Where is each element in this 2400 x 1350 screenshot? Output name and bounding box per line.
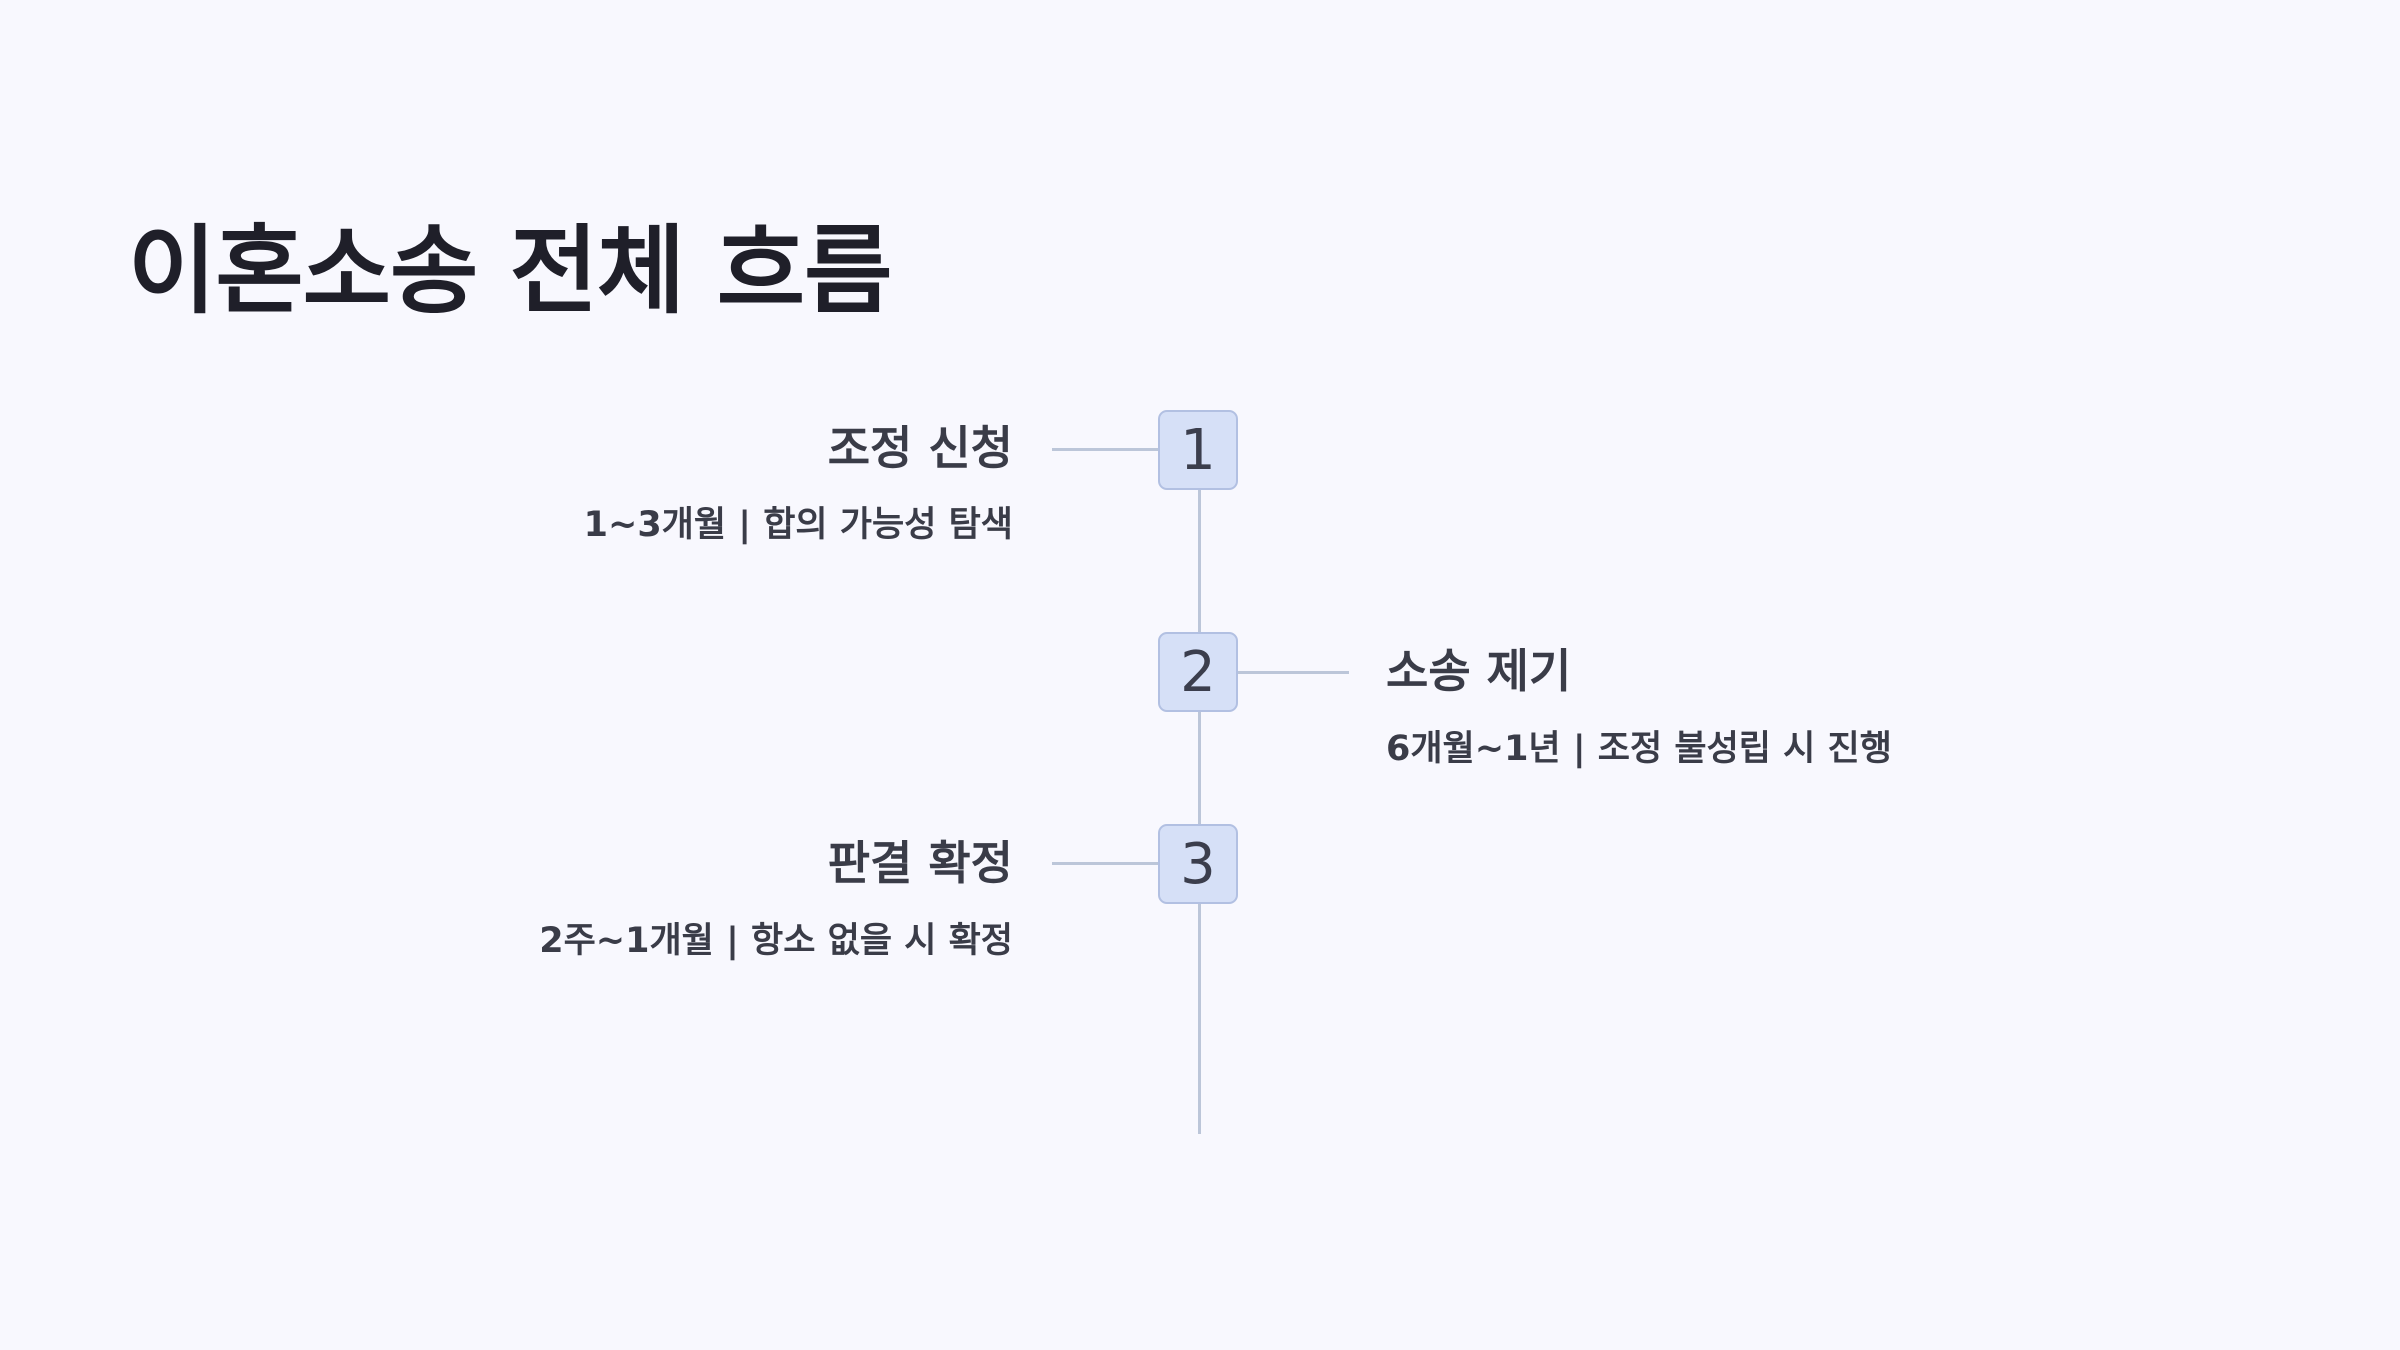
step-3-description: 2주~1개월 | 항소 없을 시 확정 bbox=[539, 921, 1013, 961]
step-1-description: 1~3개월 | 합의 가능성 탐색 bbox=[583, 505, 1013, 545]
step-3-connector bbox=[1052, 862, 1158, 865]
step-1-title: 조정 신청 bbox=[827, 421, 1013, 475]
page-title: 이혼소송 전체 흐름 bbox=[128, 215, 892, 327]
step-1-connector bbox=[1052, 448, 1158, 451]
step-3-title: 판결 확정 bbox=[827, 836, 1013, 890]
step-1-node: 1 bbox=[1158, 410, 1238, 490]
step-2-number: 2 bbox=[1180, 639, 1216, 705]
step-2-title: 소송 제기 bbox=[1386, 644, 1572, 698]
step-2-description: 6개월~1년 | 조정 불성립 시 진행 bbox=[1386, 729, 1892, 769]
step-2-connector bbox=[1238, 671, 1349, 674]
step-3-number: 3 bbox=[1180, 831, 1216, 897]
step-3-node: 3 bbox=[1158, 824, 1238, 904]
step-2-node: 2 bbox=[1158, 632, 1238, 712]
step-1-number: 1 bbox=[1180, 417, 1216, 483]
timeline-line bbox=[1198, 410, 1201, 1134]
